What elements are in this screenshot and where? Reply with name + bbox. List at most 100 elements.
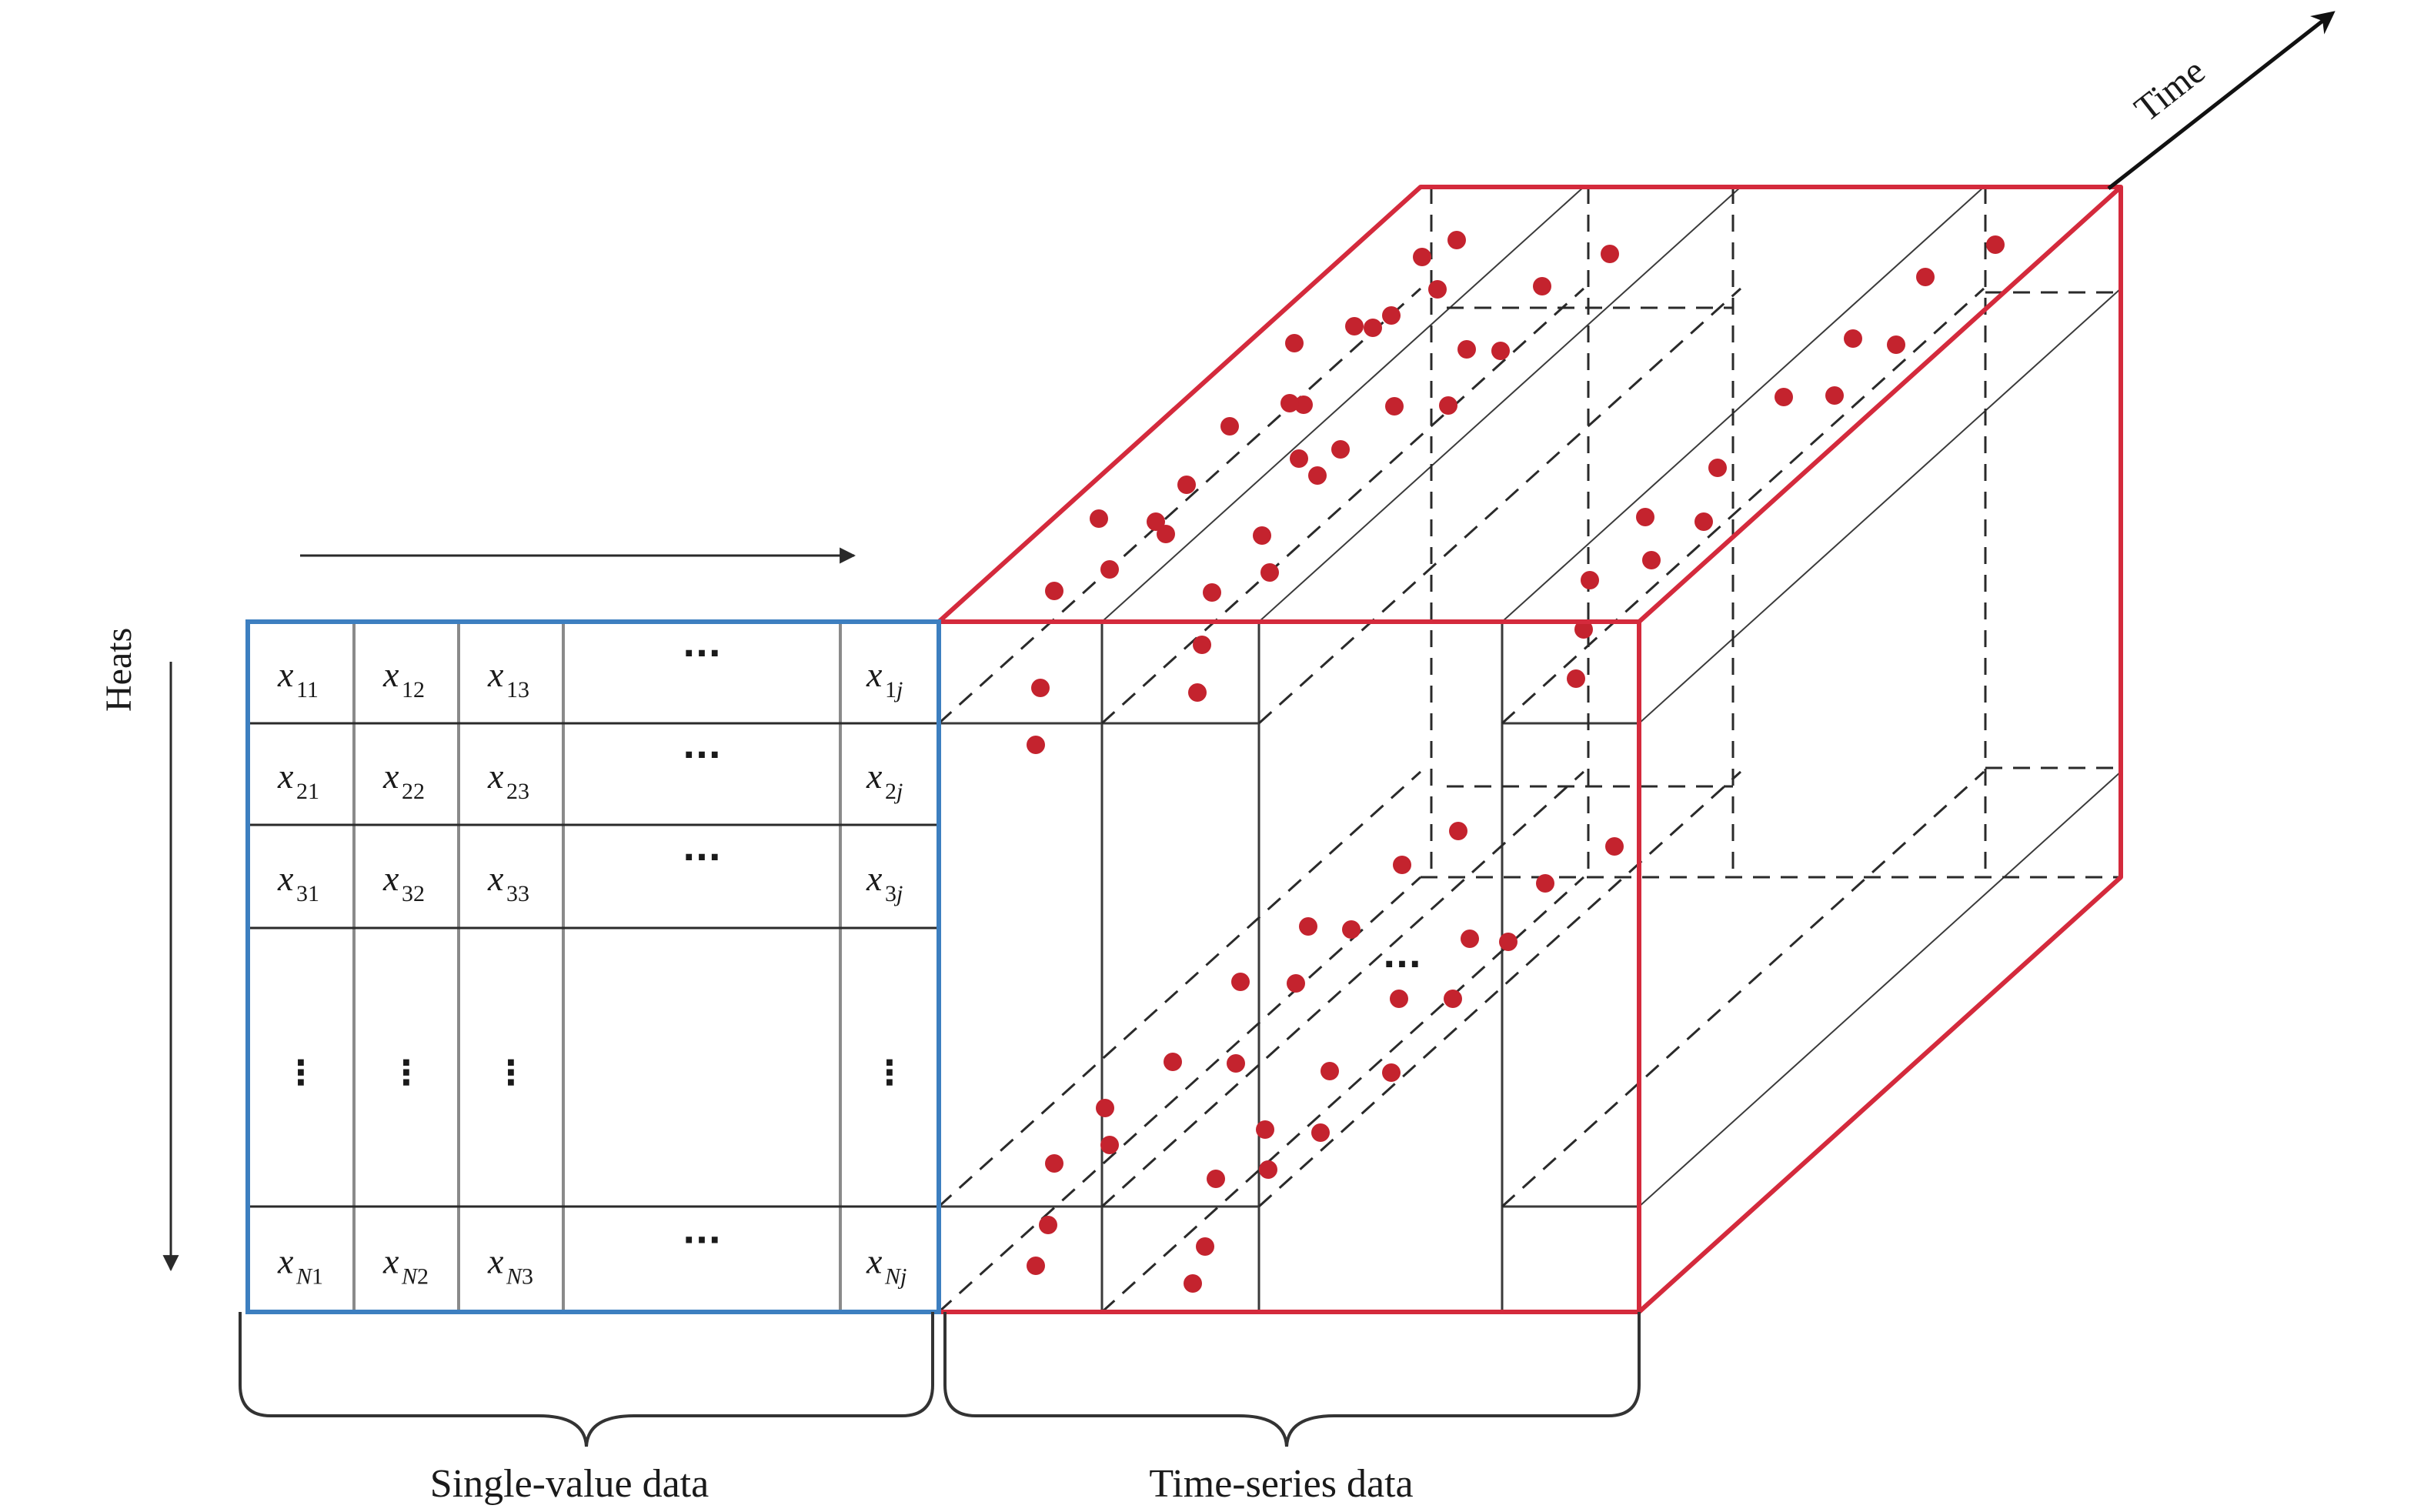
data-point	[1045, 1154, 1063, 1173]
data-point	[1708, 459, 1727, 477]
cube-dashed-depth	[1501, 287, 1985, 725]
table-cell-value: x	[277, 655, 294, 694]
heats-label: Heats	[98, 628, 139, 712]
data-point	[1031, 679, 1050, 697]
cube-top-face	[937, 185, 2123, 624]
data-point	[1100, 560, 1119, 579]
data-point	[1259, 1160, 1277, 1179]
data-point	[1039, 1216, 1057, 1234]
data-point	[1308, 466, 1327, 485]
data-point	[1253, 526, 1271, 545]
data-point	[1177, 476, 1196, 494]
data-point	[1027, 1257, 1045, 1275]
data-point	[1045, 582, 1063, 600]
time-series-brace	[943, 1312, 1641, 1447]
table-cell-subscript: 22	[402, 779, 425, 804]
data-point	[1231, 973, 1250, 991]
table-cell-value: x	[382, 1242, 399, 1281]
cube-dashed-depth	[1100, 770, 1585, 1208]
data-point	[1581, 571, 1599, 589]
data-point	[1461, 930, 1479, 948]
data-point	[1444, 990, 1462, 1008]
data-point	[1090, 509, 1108, 528]
data-point	[1184, 1274, 1202, 1293]
cube-dashed-depth	[1257, 287, 1742, 725]
data-point	[1196, 1237, 1214, 1256]
data-point	[1294, 396, 1313, 414]
data-point	[1096, 1099, 1114, 1117]
data-point	[1385, 397, 1404, 416]
single-value-brace	[239, 1312, 934, 1447]
table-cell-subscript: N3	[506, 1264, 533, 1290]
data-point	[1331, 440, 1350, 459]
data-point	[1290, 449, 1308, 468]
data-point	[1636, 508, 1654, 526]
cube-dashed-depth	[1501, 770, 1985, 1208]
data-point	[1533, 277, 1551, 295]
data-point	[1499, 933, 1518, 951]
data-point	[1601, 245, 1619, 263]
data-point	[1491, 342, 1510, 360]
table-cell-subscript: 1j	[885, 677, 903, 703]
table-cell-value: x	[487, 756, 504, 796]
time-series-points	[1027, 231, 2005, 1293]
data-point	[1447, 231, 1466, 249]
table-vertical-ellipsis: ⋮	[873, 1053, 906, 1093]
data-point	[1345, 317, 1364, 335]
table-cell-value: x	[277, 1242, 294, 1281]
table-vertical-ellipsis: ⋮	[494, 1053, 528, 1093]
data-point	[1220, 417, 1239, 436]
time-series-label: Time-series data	[1149, 1462, 1413, 1506]
data-point	[1382, 306, 1401, 325]
cube-front-face	[937, 619, 1641, 1314]
data-point	[1227, 1054, 1245, 1073]
table-cell-subscript: 31	[296, 881, 319, 906]
table-border	[245, 619, 941, 1314]
data-point	[1321, 1062, 1339, 1080]
table-cell-subscript: 32	[402, 881, 425, 906]
data-point	[1567, 669, 1585, 688]
cube-depth-line	[1638, 288, 2122, 724]
data-point	[1188, 683, 1207, 702]
table-cell-value: x	[277, 756, 294, 796]
time-axis-arrow	[2107, 11, 2336, 190]
data-point	[1364, 319, 1382, 337]
table-ellipsis: ···	[683, 634, 721, 673]
table-cell-subscript: N1	[295, 1264, 323, 1290]
data-point	[1536, 874, 1554, 893]
table-cell-subscript: 12	[402, 677, 425, 703]
data-point	[1439, 396, 1457, 415]
data-point	[1193, 636, 1211, 654]
data-point	[1393, 856, 1411, 874]
table-cell-subscript: 13	[506, 677, 529, 703]
data-point	[1164, 1053, 1182, 1071]
data-point	[1605, 837, 1624, 856]
table-cell-value: x	[382, 655, 399, 694]
table-cell-subscript: 21	[296, 779, 319, 804]
table-cell-subscript: Nj	[884, 1264, 906, 1290]
data-point	[1986, 235, 2005, 254]
data-point	[1027, 736, 1045, 754]
cube-depth-line	[1101, 186, 1584, 622]
data-point	[1887, 335, 1905, 354]
table-vertical-ellipsis: ⋮	[284, 1053, 318, 1093]
table-cell-value: x	[487, 859, 504, 898]
data-point	[1256, 1120, 1274, 1139]
data-point	[1287, 974, 1305, 993]
data-point	[1207, 1170, 1225, 1188]
cube-depth-line	[1258, 186, 1741, 622]
table-vertical-ellipsis: ⋮	[389, 1053, 423, 1093]
data-point	[1311, 1123, 1330, 1142]
data-point	[1642, 551, 1661, 569]
data-point	[1844, 329, 1862, 348]
table-cell-value: x	[487, 655, 504, 694]
data-point	[1694, 512, 1713, 531]
table-cell-value: x	[866, 1242, 883, 1281]
cube-dashed-depth	[937, 770, 1422, 1208]
data-point	[1280, 394, 1299, 412]
table-cell-subscript: 23	[506, 779, 529, 804]
table-ellipsis: ···	[683, 736, 721, 775]
cube-dashed-depth	[1257, 770, 1742, 1208]
cube-dashed-depth	[1100, 287, 1585, 725]
